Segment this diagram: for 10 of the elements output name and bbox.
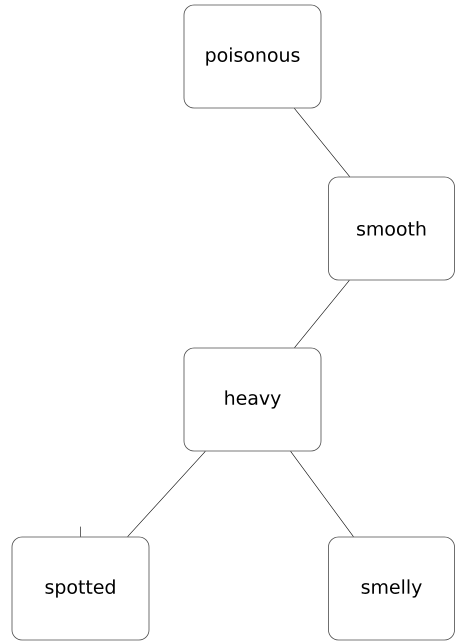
node-box: smelly: [328, 536, 455, 640]
connector-line: [290, 451, 354, 537]
node-box: spotted: [12, 536, 150, 640]
connector-line: [294, 280, 350, 348]
connector-line: [294, 108, 350, 177]
connector-line: [127, 451, 206, 537]
node-box: smooth: [328, 176, 455, 280]
stub-line: [80, 526, 81, 537]
node-box: heavy: [184, 348, 322, 452]
node-box: poisonous: [184, 4, 322, 108]
